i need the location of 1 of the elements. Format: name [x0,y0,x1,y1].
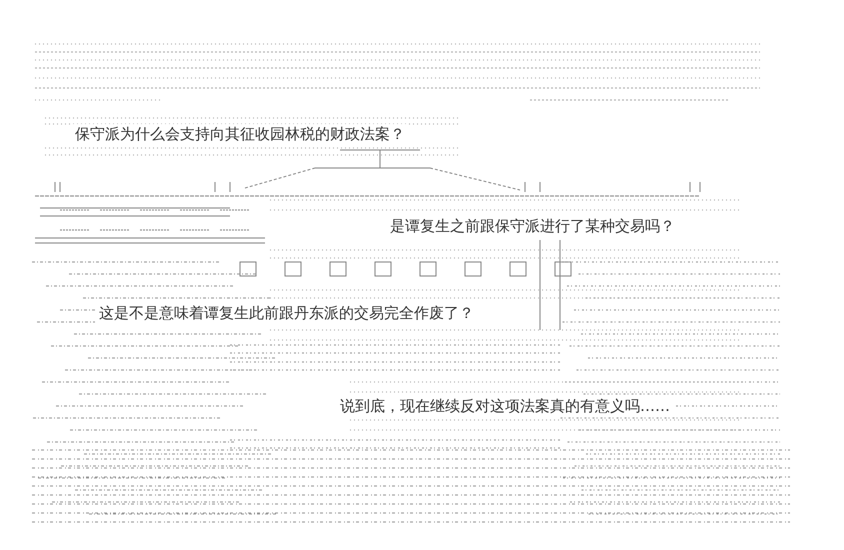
question-text: 保守派为什么会支持向其征收园林税的财政法案？ [71,124,409,144]
